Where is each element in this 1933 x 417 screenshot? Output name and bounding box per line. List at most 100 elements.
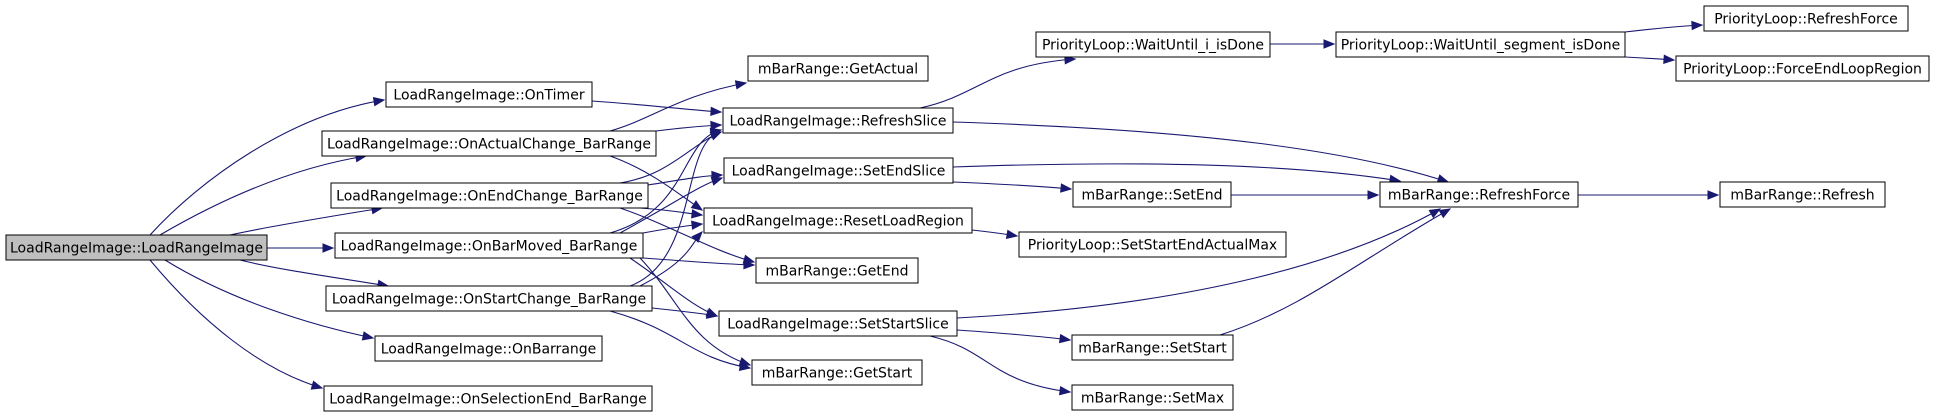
call-edge-n5-n14: [609, 310, 752, 371]
call-arrowhead-0: [372, 96, 386, 107]
call-edge-n11-n17: [971, 229, 1019, 239]
call-edge-line: [609, 310, 751, 369]
node-label: mBarRange::GetEnd: [766, 264, 909, 280]
call-edge-n18-n21: [1219, 208, 1452, 336]
graph-node-n7[interactable]: LoadRangeImage::OnSelectionEnd_BarRange: [323, 385, 653, 412]
call-arrowhead-35: [1438, 208, 1452, 219]
call-edge-n9-n15: [919, 55, 1077, 109]
call-edge-line: [639, 257, 751, 366]
call-arrowhead-38: [1707, 190, 1720, 200]
graph-node-n18[interactable]: mBarRange::SetStart: [1071, 334, 1234, 361]
graph-node-n15[interactable]: PriorityLoop::WaitUntil_i_isDone: [1035, 31, 1271, 58]
call-arrowhead-21: [709, 129, 723, 139]
graph-node-n16[interactable]: mBarRange::SetEnd: [1072, 181, 1232, 208]
node-box: [325, 285, 653, 312]
call-arrowhead-9: [710, 120, 723, 131]
call-edge-line: [149, 99, 385, 236]
call-edge-n13-n18: [956, 329, 1072, 344]
call-graph-edges: [149, 20, 1720, 396]
node-label: mBarRange::GetActual: [758, 62, 918, 78]
node-box: [1379, 181, 1579, 208]
node-box: [718, 310, 958, 337]
node-label: mBarRange::GetStart: [762, 366, 913, 382]
node-label: LoadRangeImage::OnBarrange: [381, 342, 597, 358]
call-edge-n20-n23: [1624, 54, 1676, 64]
node-label: LoadRangeImage::OnActualChange_BarRange: [327, 137, 651, 153]
node-box: [703, 207, 973, 234]
graph-node-n13[interactable]: LoadRangeImage::SetStartSlice: [718, 310, 958, 337]
call-arrowhead-22: [691, 231, 703, 243]
call-arrowhead-18: [743, 259, 756, 270]
call-edge-line: [149, 259, 323, 389]
call-edge-n10-n16: [952, 181, 1073, 193]
call-edge-n9-n21: [952, 121, 1450, 184]
node-label: mBarRange::SetEnd: [1082, 188, 1223, 204]
graph-node-n14[interactable]: mBarRange::GetStart: [751, 359, 923, 386]
call-edge-line: [1219, 208, 1451, 336]
call-arrowhead-37: [1663, 54, 1676, 64]
graph-node-n2[interactable]: LoadRangeImage::OnActualChange_BarRange: [321, 130, 657, 157]
node-label: LoadRangeImage::SetStartSlice: [727, 317, 948, 333]
graph-node-n22[interactable]: PriorityLoop::RefreshForce: [1703, 5, 1909, 32]
node-box: [1071, 384, 1234, 411]
node-label: mBarRange::SetMax: [1081, 391, 1224, 407]
graph-node-n1[interactable]: LoadRangeImage::OnTimer: [385, 81, 593, 108]
graph-node-n19[interactable]: mBarRange::SetMax: [1071, 384, 1234, 411]
call-arrowhead-5: [361, 331, 375, 341]
call-edge-n5-n11: [639, 231, 703, 287]
node-box: [1018, 231, 1287, 258]
call-edge-line: [919, 58, 1076, 109]
call-edge-n5-n9: [629, 129, 723, 287]
call-edge-n4-n11: [642, 220, 704, 234]
graph-node-n12[interactable]: mBarRange::GetEnd: [755, 257, 919, 284]
graph-node-n4[interactable]: LoadRangeImage::OnBarMoved_BarRange: [334, 232, 644, 259]
graph-node-n3[interactable]: LoadRangeImage::OnEndChange_BarRange: [330, 182, 649, 209]
node-box: [751, 359, 923, 386]
call-edge-n0-n7: [149, 259, 324, 390]
graph-node-n8[interactable]: mBarRange::GetActual: [747, 55, 929, 82]
call-edge-n2-n9: [655, 120, 723, 132]
graph-node-n6[interactable]: LoadRangeImage::OnBarrange: [374, 335, 603, 362]
graph-node-n9[interactable]: LoadRangeImage::RefreshSlice: [722, 107, 954, 134]
call-arrowhead-10: [690, 200, 704, 211]
call-arrowhead-32: [1428, 208, 1442, 219]
graph-node-n5[interactable]: LoadRangeImage::OnStartChange_BarRange: [325, 285, 653, 312]
call-edge-line: [164, 259, 374, 339]
node-label: LoadRangeImage::OnSelectionEnd_BarRange: [329, 392, 647, 408]
node-label: LoadRangeImage::OnEndChange_BarRange: [336, 189, 643, 205]
call-arrowhead-13: [691, 209, 704, 219]
node-box: [755, 257, 919, 284]
graph-node-n23[interactable]: PriorityLoop::ForceEndLoopRegion: [1675, 55, 1930, 82]
call-edge-n3-n11: [639, 207, 704, 219]
node-box: [747, 55, 929, 82]
graph-node-n20[interactable]: PriorityLoop::WaitUntil_segment_isDone: [1335, 31, 1626, 58]
node-box: [1071, 334, 1234, 361]
node-label: mBarRange::RefreshForce: [1388, 188, 1570, 204]
call-edge-n0-n6: [164, 259, 375, 341]
call-edge-line: [609, 129, 722, 234]
call-edge-n2-n8: [609, 80, 748, 132]
call-edge-line: [952, 121, 1449, 183]
call-edge-n13-n21: [956, 208, 1442, 319]
node-label: mBarRange::SetStart: [1078, 341, 1227, 357]
node-label: LoadRangeImage::OnTimer: [393, 88, 584, 104]
node-label: PriorityLoop::ForceEndLoopRegion: [1683, 62, 1922, 78]
call-edge-n0-n1: [149, 96, 386, 236]
node-label: LoadRangeImage::LoadRangeImage: [10, 241, 263, 257]
graph-node-n24[interactable]: mBarRange::Refresh: [1719, 181, 1886, 208]
call-arrowhead-31: [1058, 385, 1072, 396]
graph-node-n21[interactable]: mBarRange::RefreshForce: [1379, 181, 1579, 208]
graph-node-n10[interactable]: LoadRangeImage::SetEndSlice: [723, 157, 954, 184]
call-edge-line: [956, 329, 1071, 341]
node-box: [1335, 31, 1626, 58]
node-label: PriorityLoop::WaitUntil_i_isDone: [1042, 38, 1264, 54]
node-box: [1035, 31, 1271, 58]
node-label: PriorityLoop::WaitUntil_segment_isDone: [1341, 38, 1621, 54]
call-arrowhead-27: [1060, 183, 1073, 193]
graph-node-n17[interactable]: PriorityLoop::SetStartEndActualMax: [1018, 231, 1287, 258]
node-box: [1719, 181, 1886, 208]
call-edge-n1-n9: [591, 100, 723, 117]
graph-node-n0[interactable]: LoadRangeImage::LoadRangeImage: [5, 234, 268, 261]
graph-node-n11[interactable]: LoadRangeImage::ResetLoadRegion: [703, 207, 973, 234]
